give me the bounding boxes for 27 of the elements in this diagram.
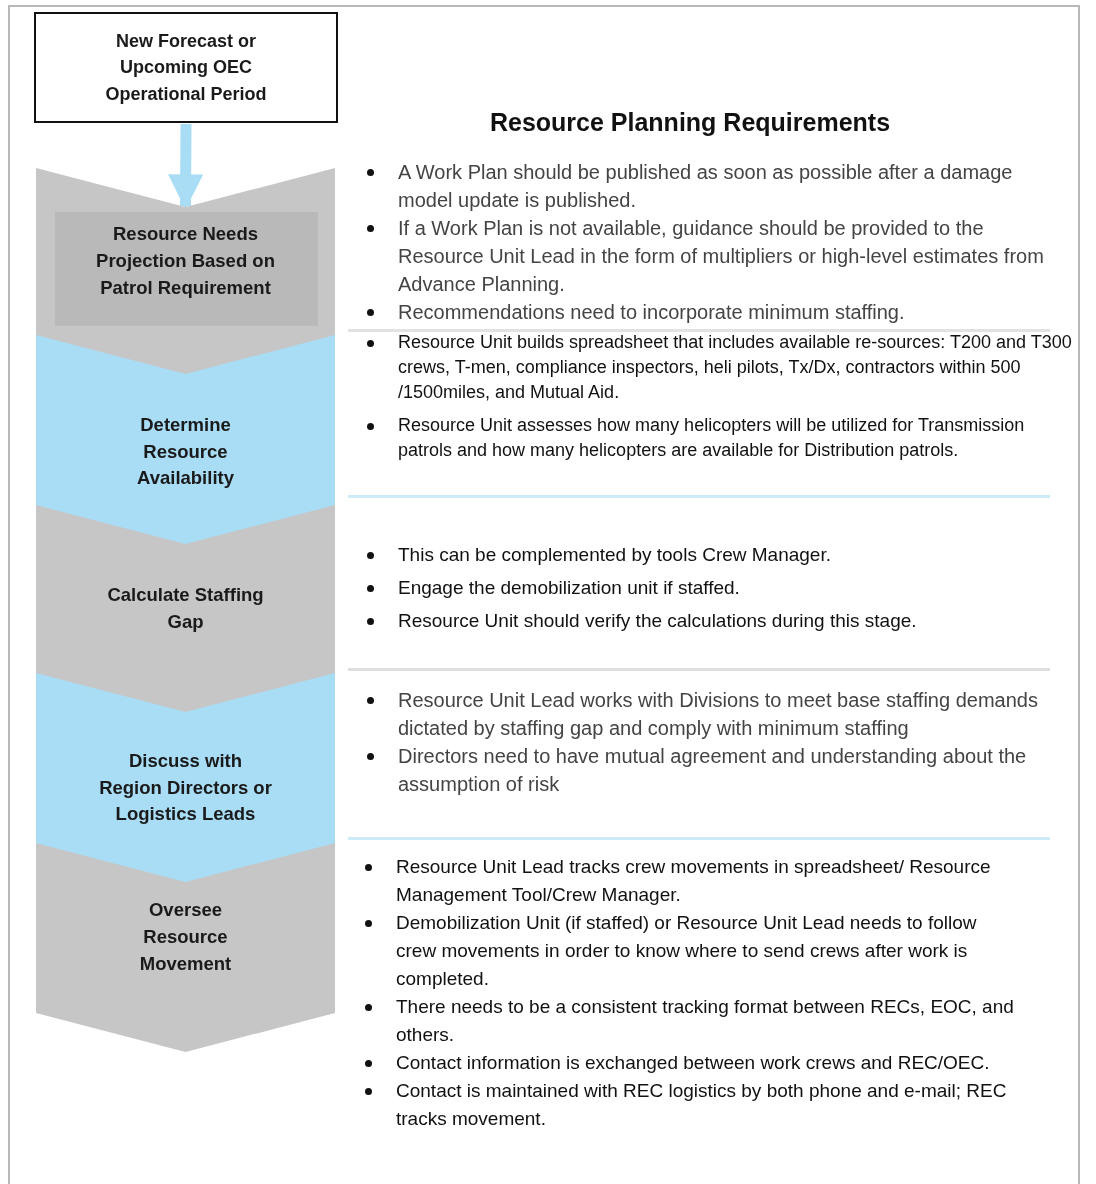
section-title: Resource Planning Requirements bbox=[488, 108, 892, 137]
chevron-step bbox=[36, 335, 335, 545]
step-label: Oversee Resource Movement bbox=[138, 898, 233, 976]
bullet-text: Resource Unit Lead tracks crew movements in spreadsheet/ Resource Management Tool/Crew Manager. bbox=[396, 856, 991, 905]
bullet-text: If a Work Plan is not available, guidance should be provided to the Resource Unit Lead in the form of multipliers or high-level estimates from Advance Planning. bbox=[398, 217, 1044, 295]
bullet-text: Contact is maintained with REC logistics by both phone and e-mail; REC tracks movement. bbox=[396, 1080, 1007, 1129]
bullet-text: A Work Plan should be published as soon as possible after a damage model update is published. bbox=[398, 161, 1013, 211]
step-label: New Forecast or Upcoming OEC Operational Period bbox=[104, 30, 268, 106]
step-label: Determine Resource Availability bbox=[136, 412, 235, 491]
bullet-text: Demobilization Unit (if staffed) or Resource Unit Lead needs to follow crew movements in order to know where to send crews after work is completed. bbox=[396, 912, 977, 989]
bullet-text: Directors need to have mutual agreement and understanding about the assumption of risk bbox=[398, 745, 1027, 795]
bullet-text: Contact information is exchanged between work crews and REC/OEC. bbox=[396, 1052, 990, 1073]
bullet-text: Resource Unit Lead works with Divisions to meet base staffing demands dictated by staffing gap and comply with minimum staffing bbox=[398, 689, 1038, 739]
bullet-text: Resource Unit builds spreadsheet that includes available re-sources: T200 and T300 crews, T-men, compliance inspectors, heli pilots, Tx/Dx, contractors within 500 /1500miles, and Mutual Aid. bbox=[398, 332, 1072, 402]
step-label: Calculate Staffing Gap bbox=[106, 583, 265, 634]
step-label: Discuss with Region Directors or Logistics Leads bbox=[98, 748, 273, 827]
bullet-text: Engage the demobilization unit if staffed. bbox=[398, 577, 740, 598]
step-label: Resource Needs Projection Based on Patrol Requirement bbox=[95, 222, 276, 300]
bullet-text: Resource Unit assesses how many helicopters will be utilized for Transmission patrols and how many helicopters are available for Distribution patrols. bbox=[398, 415, 1025, 460]
start-box bbox=[34, 12, 338, 123]
chevron-step bbox=[36, 505, 335, 713]
bullet-text: There needs to be a consistent tracking format between RECs, EOC, and others. bbox=[396, 996, 1014, 1045]
bullet-text: Resource Unit should verify the calculations during this stage. bbox=[398, 610, 917, 631]
bullet-text: This can be complemented by tools Crew Manager. bbox=[398, 544, 831, 565]
chevron-step bbox=[36, 673, 335, 883]
bullet-text: Recommendations need to incorporate minimum staffing. bbox=[398, 301, 905, 323]
chevron-step bbox=[36, 843, 335, 1052]
